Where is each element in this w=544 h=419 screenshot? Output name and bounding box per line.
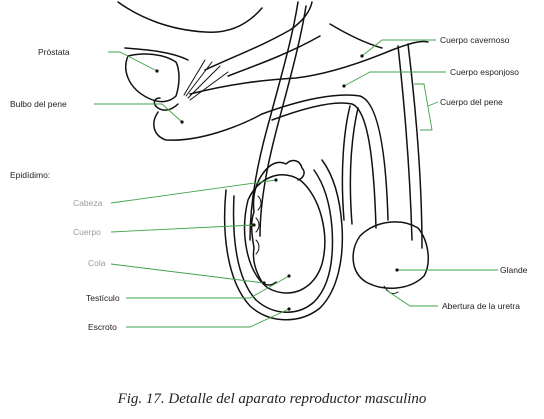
prostate-shape [125, 53, 180, 103]
scrotum-outer [223, 159, 344, 321]
epididymis-coils [255, 195, 262, 255]
dot-esponjoso [342, 84, 346, 88]
label-cabeza: Cabeza [73, 198, 103, 208]
label-abertura-uretra: Abertura de la uretra [442, 301, 520, 311]
leader-lines [94, 39, 498, 328]
bulb-tip [153, 97, 179, 111]
epididymis-body [250, 171, 277, 286]
duct-4 [183, 59, 206, 96]
dot-cabeza [274, 178, 278, 182]
bladder-base [124, 47, 189, 61]
leader-testiculo [126, 275, 290, 299]
leader-cuerpo [110, 224, 255, 233]
label-cola: Cola [88, 258, 106, 268]
pubic-curve [204, 1, 313, 71]
label-bulbo: Bulbo del pene [10, 99, 67, 109]
urethra-line-2 [349, 107, 359, 225]
dot-glande [395, 268, 399, 272]
dot-cola [262, 281, 266, 285]
leader-cola [110, 263, 265, 284]
label-cuerpo-esponjoso: Cuerpo esponjoso [450, 67, 519, 77]
leader-escroto [126, 308, 290, 328]
leader-esponjoso [343, 71, 446, 87]
duct-1 [185, 61, 213, 97]
shaft-outer-2 [407, 43, 423, 249]
leader-abertura [385, 289, 438, 307]
label-cuerpo-del-pene: Cuerpo del pene [440, 97, 503, 107]
penis-upper-edge [189, 40, 429, 95]
urethra-line [341, 105, 351, 221]
vas-deferens-outer [249, 1, 299, 241]
cavernoso-top [329, 23, 383, 49]
dot-cavernoso [360, 54, 364, 58]
vas-deferens-inner [259, 5, 307, 237]
dot-bulbo [180, 120, 184, 124]
label-escroto: Escroto [88, 322, 117, 332]
bulb-lower [153, 111, 263, 141]
anatomy-outline [117, 1, 430, 321]
dot-cuerpo [252, 223, 256, 227]
figure-caption: Fig. 17. Detalle del aparato reproductor… [117, 391, 427, 407]
leader-cuerpo-pene [427, 101, 439, 107]
dot-testiculo [287, 274, 291, 278]
urethra-opening [383, 285, 399, 295]
bracket-cuerpo-pene [414, 83, 433, 131]
label-epididimo: Epidídimo: [10, 170, 50, 180]
label-cuerpo-cavernoso: Cuerpo cavernoso [440, 35, 510, 45]
label-cuerpo: Cuerpo [73, 227, 101, 237]
bladder-outline [117, 1, 263, 33]
scrotum-inner [232, 169, 334, 313]
shaft-inner-2 [271, 102, 377, 229]
label-glande: Glande [500, 265, 528, 275]
shaft-inner [261, 94, 389, 221]
duct-3 [189, 71, 229, 101]
label-testiculo: Testículo [86, 293, 120, 303]
leader-cavernoso [361, 39, 436, 57]
leader-cabeza [110, 179, 277, 204]
pubic-inner [227, 35, 321, 77]
labels: Próstata Bulbo del pene Epidídimo: Cabez… [10, 35, 528, 332]
shaft-outer-1 [397, 45, 413, 241]
dot-prostata [155, 69, 159, 73]
epididymis-head [263, 159, 305, 181]
label-prostata: Próstata [38, 47, 70, 57]
leader-prostata [108, 51, 158, 72]
testicle-shape [243, 174, 326, 294]
glans-shape [352, 221, 430, 289]
leader-bulbo [94, 103, 183, 123]
dot-escroto [287, 307, 291, 311]
